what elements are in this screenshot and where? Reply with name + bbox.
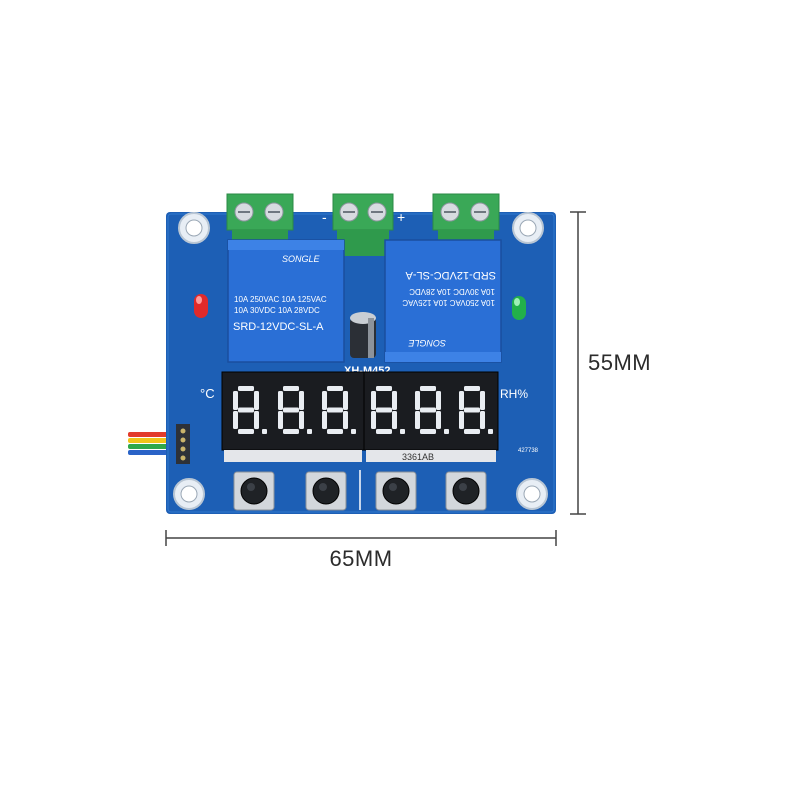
segment <box>480 391 485 410</box>
height-dimension-line <box>570 211 586 515</box>
relay-right-brand: SONGLE <box>407 338 446 348</box>
segment <box>254 411 259 429</box>
decimal-point <box>400 429 405 434</box>
button-2[interactable] <box>305 471 347 511</box>
pin-header <box>176 424 190 464</box>
relay-right-model: SRD-12VDC-SL-A <box>405 269 496 281</box>
relay-left-model: SRD-12VDC-SL-A <box>233 321 324 333</box>
segment <box>415 411 420 429</box>
seven-segment-digits <box>233 386 493 434</box>
segment <box>238 429 254 434</box>
segment <box>436 391 441 410</box>
relay-right-rating-1: 10A 250VAC 10A 125VAC <box>402 298 495 307</box>
decimal-point <box>351 429 356 434</box>
mounting-hole <box>173 478 205 510</box>
terminal-minus-mark: - <box>322 209 327 225</box>
segment <box>343 411 348 429</box>
segment <box>464 386 480 391</box>
segment <box>420 429 436 434</box>
segment <box>322 411 327 429</box>
seven-segment-digit <box>415 386 449 434</box>
capacitor <box>350 312 376 358</box>
width-dimension-line <box>165 530 557 546</box>
segment <box>392 391 397 410</box>
relay-right: SONGLE 10A 250VAC 10A 125VAC 10A 30VDC 1… <box>384 239 502 363</box>
segment <box>392 411 397 429</box>
relay-left: SONGLE 10A 250VAC 10A 125VAC 10A 30VDC 1… <box>227 239 345 363</box>
relay-left-brand: SONGLE <box>282 254 321 264</box>
segment <box>436 411 441 429</box>
seven-segment-digit <box>322 386 356 434</box>
button-1[interactable] <box>233 471 275 511</box>
mounting-hole <box>512 212 544 244</box>
segment <box>254 391 259 410</box>
segment <box>238 407 254 413</box>
button-3[interactable] <box>375 471 417 511</box>
segment <box>376 429 392 434</box>
segment <box>376 407 392 413</box>
terminal-block-power <box>332 193 394 256</box>
height-dimension-label: 55MM <box>588 350 652 375</box>
segment <box>480 411 485 429</box>
relay-right-rating-2: 10A 30VDC 10A 28VDC <box>409 287 495 296</box>
relay-left-rating-1: 10A 250VAC 10A 125VAC <box>234 295 327 304</box>
segment <box>459 411 464 429</box>
decimal-point <box>307 429 312 434</box>
segment <box>238 386 254 391</box>
segment <box>415 391 420 410</box>
segment <box>322 391 327 410</box>
segment <box>283 386 299 391</box>
tactile-buttons <box>233 471 487 511</box>
segment <box>464 429 480 434</box>
mounting-hole <box>516 478 548 510</box>
segment <box>371 391 376 410</box>
display-module-right: 3361AB <box>363 371 499 462</box>
board-side-code: 427738 <box>518 448 539 454</box>
seven-segment-digit <box>278 386 312 434</box>
segment <box>464 407 480 413</box>
display-module-left <box>221 371 365 462</box>
seven-segment-digit <box>233 386 267 434</box>
segment <box>376 386 392 391</box>
led-green <box>512 296 526 320</box>
seven-segment-digit <box>371 386 405 434</box>
segment <box>283 429 299 434</box>
segment <box>327 429 343 434</box>
segment <box>233 411 238 429</box>
segment <box>420 386 436 391</box>
segment <box>233 391 238 410</box>
unit-celsius: °C <box>200 386 215 401</box>
unit-humidity: RH% <box>500 387 528 401</box>
segment <box>371 411 376 429</box>
mounting-hole <box>178 212 210 244</box>
seven-segment-digit <box>459 386 493 434</box>
segment <box>327 407 343 413</box>
segment <box>459 391 464 410</box>
decimal-point <box>488 429 493 434</box>
segment <box>278 411 283 429</box>
segment <box>278 391 283 410</box>
decimal-point <box>444 429 449 434</box>
segment <box>420 407 436 413</box>
segment <box>327 386 343 391</box>
led-red <box>194 294 208 318</box>
segment <box>299 391 304 410</box>
button-4[interactable] <box>445 471 487 511</box>
width-dimension-label: 65MM <box>329 546 393 571</box>
segment <box>343 391 348 410</box>
relay-left-rating-2: 10A 30VDC 10A 28VDC <box>234 306 320 315</box>
segment <box>299 411 304 429</box>
terminal-plus-mark: + <box>397 209 405 225</box>
display-module-label: 3361AB <box>402 452 434 462</box>
decimal-point <box>262 429 267 434</box>
segment <box>283 407 299 413</box>
